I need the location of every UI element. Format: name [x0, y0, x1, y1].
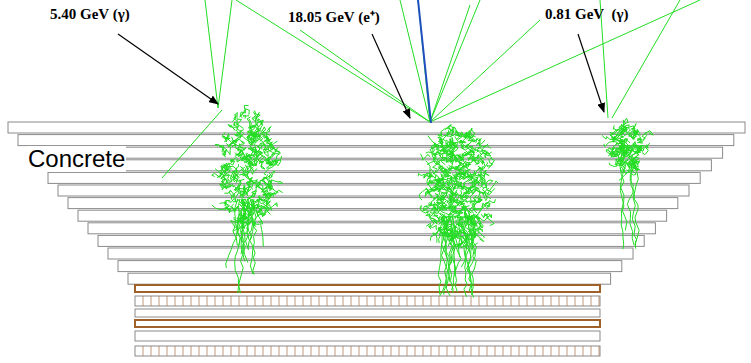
plate: [135, 331, 600, 341]
leader-arrow: [118, 34, 218, 104]
concrete-plate: [118, 261, 622, 272]
absorber-plate: [135, 285, 600, 292]
leader-arrow: [372, 34, 410, 118]
track: [162, 110, 222, 178]
energy-label: 18.05 GeV (e⁺): [288, 6, 380, 26]
energy-label: 0.81 GeV (γ): [545, 6, 628, 23]
concrete-plate: [48, 172, 700, 183]
absorber-plate: [135, 320, 600, 327]
particle-showers: [212, 105, 653, 297]
energy-label: 5.40 GeV (γ): [50, 6, 130, 23]
cell-row: [135, 296, 600, 306]
detector-layers: [135, 285, 600, 356]
shower: [212, 105, 283, 293]
concrete-plate: [108, 248, 633, 259]
cell-row: [135, 346, 600, 356]
track: [418, 0, 430, 122]
shower: [602, 118, 653, 249]
concrete-plate: [68, 198, 678, 209]
plate: [135, 309, 600, 317]
concrete-plate: [58, 185, 689, 196]
track: [430, 5, 470, 122]
cell-dividers: [143, 296, 599, 306]
track: [430, 0, 700, 122]
track: [430, 20, 540, 122]
track: [205, 0, 218, 108]
track: [430, 0, 480, 122]
cell-dividers: [143, 346, 599, 356]
concrete-plate: [128, 273, 611, 284]
leader-arrow: [578, 34, 604, 112]
leader-arrows: [118, 34, 604, 118]
track: [218, 0, 232, 108]
shower: [418, 124, 498, 297]
track: [300, 30, 430, 122]
concrete-plate: [78, 210, 667, 221]
concrete-plate: [98, 235, 644, 246]
track: [236, 0, 430, 122]
concrete-plate: [88, 223, 655, 234]
positron-track: [418, 0, 431, 123]
material-label: Concrete: [27, 146, 126, 172]
